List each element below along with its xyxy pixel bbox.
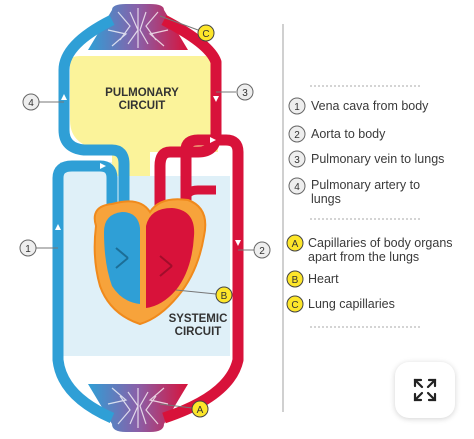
legend-item-4-label-line1: Pulmonary artery to <box>311 178 421 192</box>
systemic-circuit-label-line2: CIRCUIT <box>175 326 222 338</box>
heart <box>93 198 207 326</box>
legend-marker-b: B <box>286 270 304 288</box>
svg-text:1: 1 <box>294 102 300 113</box>
legend-marker-4: 4 <box>288 177 306 195</box>
flow-arrows <box>55 94 241 246</box>
legend-item-c-label: Lung capillaries <box>308 297 395 311</box>
svg-text:C: C <box>291 300 298 311</box>
svg-text:4: 4 <box>294 182 300 193</box>
pulmonary-circuit-label-line2: CIRCUIT <box>119 100 166 112</box>
marker-b: B <box>215 286 233 304</box>
vena-cava <box>52 160 118 424</box>
legend-item-2-label: Aorta to body <box>311 127 386 141</box>
legend-item-a-label-line2: apart from the lungs <box>308 250 420 264</box>
svg-text:2: 2 <box>294 130 300 141</box>
legend-item-1-label: Vena cava from body <box>311 99 429 113</box>
marker-1: 1 <box>19 239 37 257</box>
legend-marker-1: 1 <box>288 97 306 115</box>
svg-text:3: 3 <box>294 155 300 166</box>
legend-item-4-label-line2: lungs <box>311 192 341 206</box>
marker-a: A <box>191 400 209 418</box>
svg-text:3: 3 <box>242 88 248 99</box>
legend-separators <box>310 85 420 328</box>
svg-text:4: 4 <box>28 98 34 109</box>
svg-text:A: A <box>292 239 299 250</box>
pulmonary-circuit-label-line1: PULMONARY <box>105 87 179 99</box>
pulmonary-region <box>70 56 218 176</box>
svg-text:B: B <box>292 275 299 286</box>
pulmonary-artery <box>58 15 130 206</box>
pulmonary-vein <box>154 15 222 206</box>
svg-text:C: C <box>202 29 209 40</box>
legend-marker-c: C <box>286 295 304 313</box>
marker-3: 3 <box>236 83 254 101</box>
legend-item-b-label: Heart <box>308 272 339 286</box>
leader-lines <box>36 15 254 409</box>
aorta <box>162 134 244 424</box>
svg-text:A: A <box>197 405 204 416</box>
svg-text:1: 1 <box>25 244 31 255</box>
expand-icon <box>413 378 437 402</box>
legend-marker-3: 3 <box>288 150 306 168</box>
svg-text:B: B <box>221 291 228 302</box>
legend-item-a-label-line1: Capillaries of body organs <box>308 236 453 250</box>
lung-capillaries <box>88 4 188 50</box>
legend-marker-a: A <box>286 234 304 252</box>
legend-item-3-label: Pulmonary vein to lungs <box>311 152 445 166</box>
marker-2: 2 <box>253 241 271 259</box>
svg-text:2: 2 <box>259 246 265 257</box>
expand-button[interactable] <box>395 362 455 418</box>
marker-c: C <box>197 24 215 42</box>
systemic-circuit-label-line1: SYSTEMIC <box>169 313 228 325</box>
body-capillaries <box>88 384 188 432</box>
marker-4: 4 <box>22 93 40 111</box>
legend-marker-2: 2 <box>288 125 306 143</box>
